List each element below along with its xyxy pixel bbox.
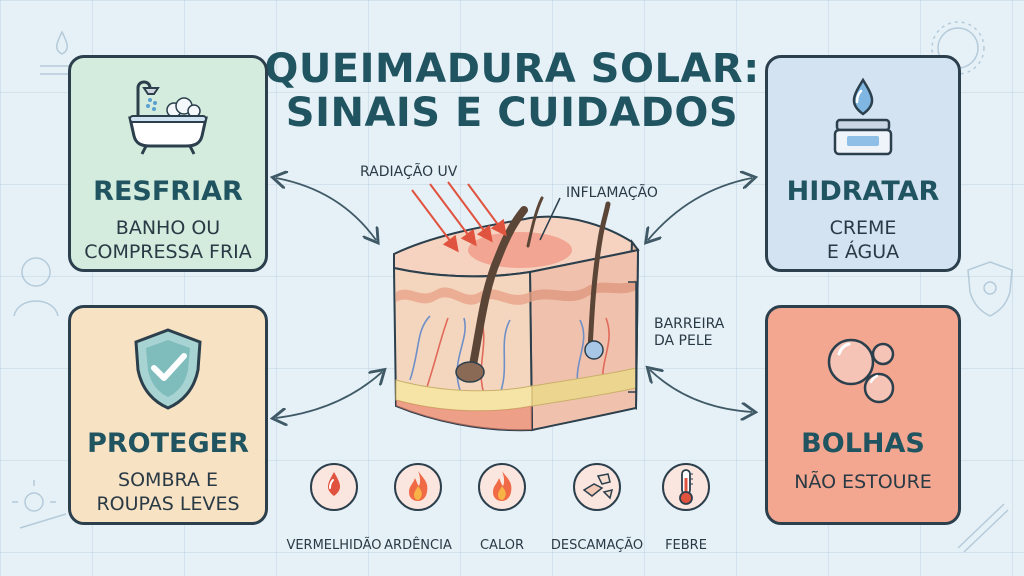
label-radiation-uv: RADIAÇÃO UV — [360, 164, 458, 180]
red-drop-icon — [310, 463, 358, 511]
card-proteger: PROTEGER SOMBRA E ROUPAS LEVES — [68, 305, 268, 525]
card-resfriar: RESFRIAR BANHO OU COMPRESSA FRIA — [68, 55, 268, 272]
card-bolhas-title: BOLHAS — [801, 428, 925, 459]
faint-shield-icon — [967, 261, 1013, 317]
card-hidratar: HIDRATAR CREME E ÁGUA — [765, 55, 961, 272]
bathtub-icon — [128, 80, 208, 155]
uv-rays-icon — [411, 181, 507, 253]
label-barrier-line-2: DA PELE — [654, 333, 713, 349]
thermometer-icon — [662, 463, 710, 511]
symptom-label-febre: FEBRE — [665, 538, 707, 553]
card-hidratar-subtitle-1: CREME — [829, 217, 897, 239]
arrow-resfriar — [276, 178, 376, 240]
flame-icon — [394, 463, 442, 511]
label-inflammation: INFLAMAÇÃO — [566, 185, 658, 201]
symptom-label-vermelhidao: VERMELHIDÃO — [286, 538, 382, 553]
faint-sun-icon — [12, 480, 67, 529]
label-barrier-line-1: BARREIRA — [654, 316, 725, 332]
arrow-hidratar — [648, 178, 752, 240]
card-proteger-subtitle-2: ROUPAS LEVES — [96, 493, 240, 515]
symptom-label-calor: CALOR — [479, 538, 524, 553]
symptom-label-descamacao: DESCAMAÇÃO — [550, 538, 644, 553]
card-resfriar-title: RESFRIAR — [93, 176, 243, 207]
card-resfriar-subtitle-2: COMPRESSA FRIA — [84, 241, 252, 263]
shield-check-icon — [134, 328, 202, 410]
skin-cross-section — [392, 196, 640, 432]
symptom-label-ardencia: ARDÊNCIA — [384, 538, 452, 553]
card-resfriar-subtitle-1: BANHO OU — [115, 217, 221, 239]
faint-face-icon — [13, 257, 59, 317]
card-hidratar-title: HIDRATAR — [786, 176, 940, 207]
page-title-line-1: QUEIMADURA SOLAR: — [264, 46, 760, 92]
faint-pencil-icon — [957, 503, 1009, 553]
card-bolhas-subtitle-1: NÃO ESTOURE — [794, 471, 932, 493]
card-proteger-subtitle-1: SOMBRA E — [118, 469, 218, 491]
arrow-proteger — [276, 372, 382, 418]
card-bolhas: BOLHAS NÃO ESTOURE — [765, 305, 961, 525]
cream-jar-icon — [833, 77, 893, 156]
peeling-skin-icon — [573, 463, 621, 511]
page-title-line-2: SINAIS E CUIDADOS — [285, 90, 739, 136]
arrow-bolhas — [650, 370, 752, 412]
card-proteger-title: PROTEGER — [87, 428, 249, 459]
blisters-icon — [827, 338, 895, 404]
flame-icon-2 — [478, 463, 526, 511]
card-hidratar-subtitle-2: E ÁGUA — [826, 241, 900, 263]
